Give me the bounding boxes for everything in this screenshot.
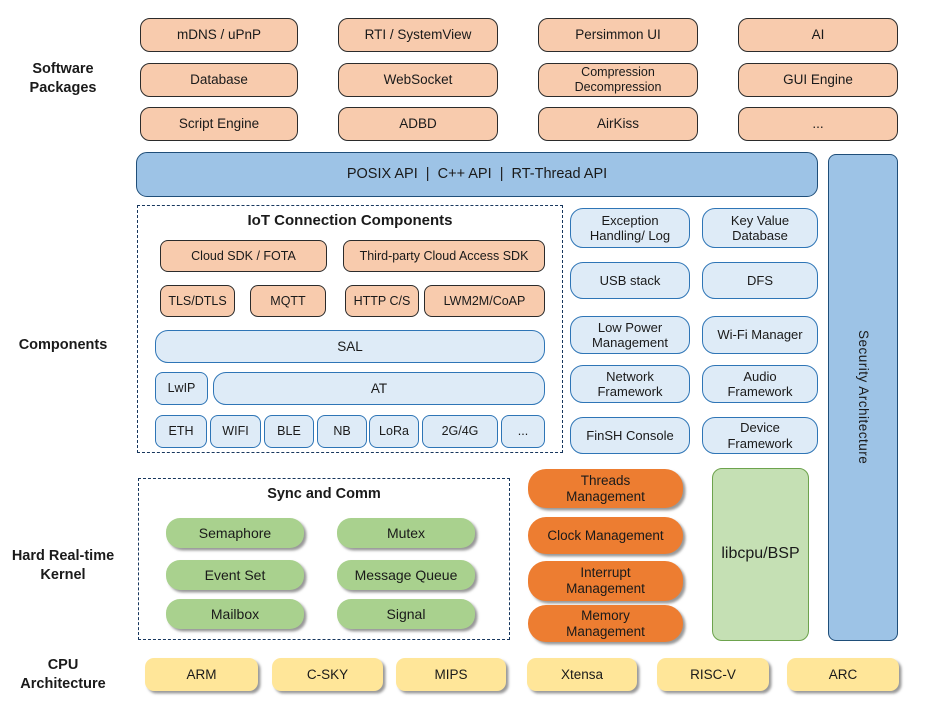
iot-lwip: LwIP — [155, 372, 208, 405]
svc-device-framework: Device Framework — [702, 417, 818, 454]
svc-key-value-database-label: Key Value Database — [730, 212, 790, 243]
iot-cloud-sdk-fota: Cloud SDK / FOTA — [160, 240, 327, 272]
iot-at: AT — [213, 372, 545, 405]
svc-network-framework-label: Network Framework — [597, 368, 663, 399]
iot-tls-dtls: TLS/DTLS — [160, 285, 235, 317]
iot-lwm2m-coap: LWM2M/CoAP — [424, 285, 545, 317]
pkg-rti-systemview: RTI / SystemView — [338, 18, 498, 52]
sync-and-comm-group — [138, 478, 510, 640]
svc-usb-stack: USB stack — [570, 262, 690, 299]
svc-finsh-console: FinSH Console — [570, 417, 690, 454]
svc-low-power-management-label: Low Power Management — [592, 319, 668, 350]
pkg-ai: AI — [738, 18, 898, 52]
pkg-adbd: ADBD — [338, 107, 498, 141]
iot-link-eth: ETH — [155, 415, 207, 448]
kernel-mailbox: Mailbox — [166, 599, 304, 629]
iot-mqtt: MQTT — [250, 285, 326, 317]
cpu-arm: ARM — [145, 658, 258, 691]
svc-low-power-management: Low Power Management — [570, 316, 690, 354]
svc-wifi-manager: Wi-Fi Manager — [702, 316, 818, 354]
cpu-arc: ARC — [787, 658, 899, 691]
security-architecture-bar: Security Architecture — [828, 154, 898, 641]
pkg-websocket: WebSocket — [338, 63, 498, 97]
iot-third-party-cloud-sdk: Third-party Cloud Access SDK — [343, 240, 545, 272]
svc-audio-framework: Audio Framework — [702, 365, 818, 403]
kernel-libcpu-bsp: libcpu/BSP — [712, 468, 809, 641]
kernel-interrupt-management: Interrupt Management — [528, 561, 683, 601]
kernel-threads-management-label: Threads Management — [566, 472, 645, 504]
cpu-mips: MIPS — [396, 658, 506, 691]
kernel-threads-management: Threads Management — [528, 469, 683, 508]
cpu-c-sky: C-SKY — [272, 658, 383, 691]
section-label-components: Components — [18, 337, 108, 353]
api-bar: POSIX API | C++ API | RT-Thread API — [136, 152, 818, 197]
kernel-clock-management: Clock Management — [528, 517, 683, 554]
pkg-compression-decompression: Compression Decompression — [538, 63, 698, 97]
pkg-more: ... — [738, 107, 898, 141]
section-label-software-packages: Software Packages — [29, 61, 97, 96]
iot-sal: SAL — [155, 330, 545, 363]
cpu-risc-v: RISC-V — [657, 658, 769, 691]
pkg-gui-engine: GUI Engine — [738, 63, 898, 97]
iot-link-wifi: WIFI — [210, 415, 261, 448]
kernel-semaphore: Semaphore — [166, 518, 304, 548]
pkg-script-engine: Script Engine — [140, 107, 298, 141]
kernel-signal: Signal — [337, 599, 475, 629]
iot-connection-components-group — [137, 205, 563, 453]
iot-link-more: ... — [501, 415, 545, 448]
kernel-message-queue: Message Queue — [337, 560, 475, 590]
iot-link-ble: BLE — [264, 415, 314, 448]
pkg-mdns-upnp: mDNS / uPnP — [140, 18, 298, 52]
svc-network-framework: Network Framework — [570, 365, 690, 403]
pkg-compression-decompression-label: Compression Decompression — [574, 65, 662, 94]
svc-device-framework-label: Device Framework — [727, 420, 793, 451]
iot-connection-components-title: IoT Connection Components — [247, 212, 453, 229]
kernel-event-set: Event Set — [166, 560, 304, 590]
iot-link-nb: NB — [317, 415, 367, 448]
svc-exception-handling-log: Exception Handling/ Log — [570, 208, 690, 248]
kernel-mutex: Mutex — [337, 518, 475, 548]
section-label-kernel: Hard Real-time Kernel — [11, 548, 115, 583]
iot-http-cs: HTTP C/S — [345, 285, 419, 317]
cpu-xtensa: Xtensa — [527, 658, 637, 691]
pkg-persimmon-ui: Persimmon UI — [538, 18, 698, 52]
section-label-cpu: CPU Architecture — [20, 657, 106, 692]
iot-link-2g4g: 2G/4G — [422, 415, 498, 448]
kernel-memory-management-label: Memory Management — [566, 607, 645, 639]
kernel-memory-management: Memory Management — [528, 605, 683, 642]
svc-exception-handling-log-label: Exception Handling/ Log — [589, 212, 671, 243]
svc-audio-framework-label: Audio Framework — [727, 368, 793, 399]
svc-dfs: DFS — [702, 262, 818, 299]
kernel-interrupt-management-label: Interrupt Management — [566, 565, 645, 596]
sync-and-comm-title: Sync and Comm — [267, 486, 381, 502]
pkg-database: Database — [140, 63, 298, 97]
svc-key-value-database: Key Value Database — [702, 208, 818, 248]
pkg-airkiss: AirKiss — [538, 107, 698, 141]
iot-link-lora: LoRa — [369, 415, 419, 448]
